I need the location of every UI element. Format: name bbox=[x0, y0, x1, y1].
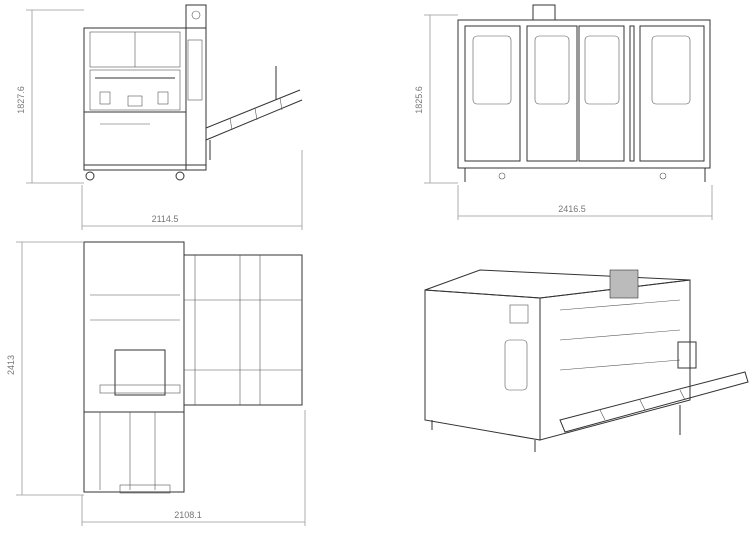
front-width-dimension: 2114.5 bbox=[81, 150, 303, 230]
front-view bbox=[83, 4, 303, 181]
side-view bbox=[457, 4, 711, 182]
isometric-view bbox=[424, 269, 749, 452]
front-height-dimension: 1827.6 bbox=[16, 9, 84, 184]
plan-width-label: 2108.1 bbox=[174, 510, 202, 520]
plan-view bbox=[83, 241, 303, 494]
side-width-label: 2416.5 bbox=[558, 204, 586, 214]
front-height-label: 1827.6 bbox=[16, 86, 26, 114]
plan-depth-dimension: 2413 bbox=[6, 241, 84, 496]
side-width-dimension: 2416.5 bbox=[457, 185, 713, 220]
side-height-dimension: 1825.6 bbox=[414, 14, 458, 184]
side-height-label: 1825.6 bbox=[414, 86, 424, 114]
plan-depth-label: 2413 bbox=[6, 355, 16, 375]
plan-width-dimension: 2108.1 bbox=[81, 410, 306, 526]
front-width-label: 2114.5 bbox=[152, 214, 179, 224]
